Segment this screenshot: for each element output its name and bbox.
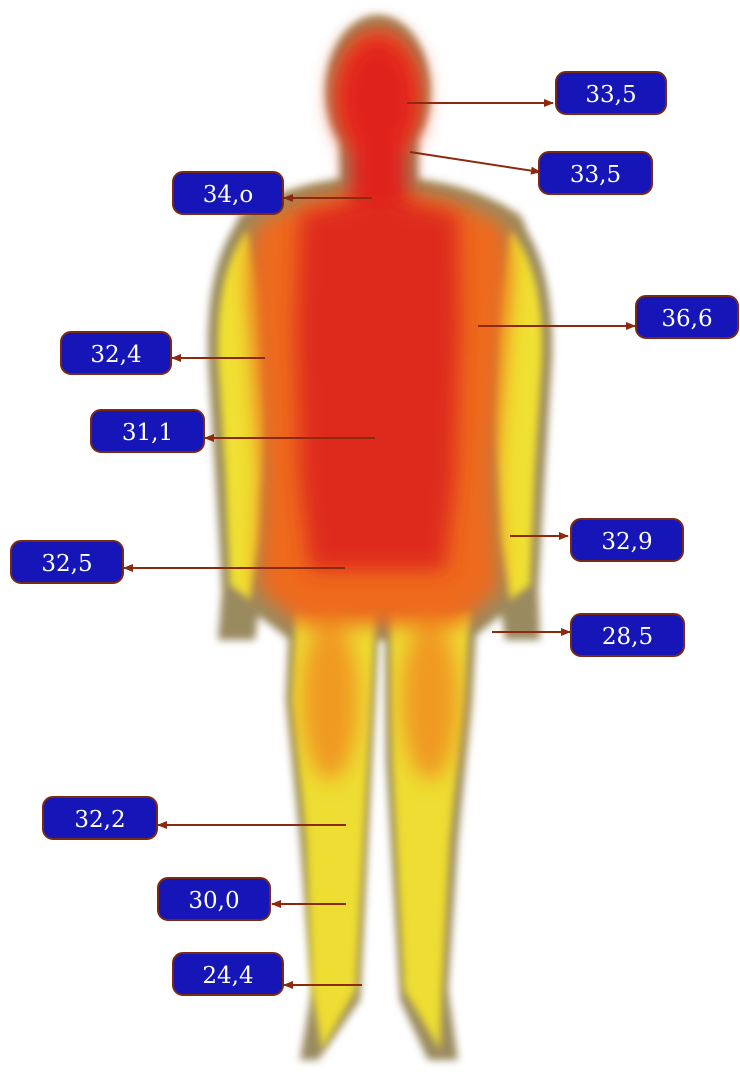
temp-label-shin: 30,0 [157, 877, 271, 921]
temp-label-groin: 32,5 [10, 540, 124, 584]
temp-label-abdomen: 31,1 [90, 409, 205, 453]
temp-label-chest: 34,о [172, 171, 284, 215]
temp-label-left-upper-arm: 36,6 [635, 295, 739, 339]
temp-label-right-upper-arm: 32,4 [60, 331, 172, 375]
temp-label-thigh: 32,2 [42, 796, 158, 840]
temp-label-left-hand: 28,5 [570, 613, 685, 657]
temp-label-head: 33,5 [555, 71, 667, 115]
temp-label-neck: 33,5 [538, 151, 653, 195]
arrow-neck [410, 152, 540, 172]
hot-zone [296, 40, 460, 570]
temp-label-left-forearm: 32,9 [570, 518, 684, 562]
temp-label-ankle: 24,4 [172, 952, 284, 996]
